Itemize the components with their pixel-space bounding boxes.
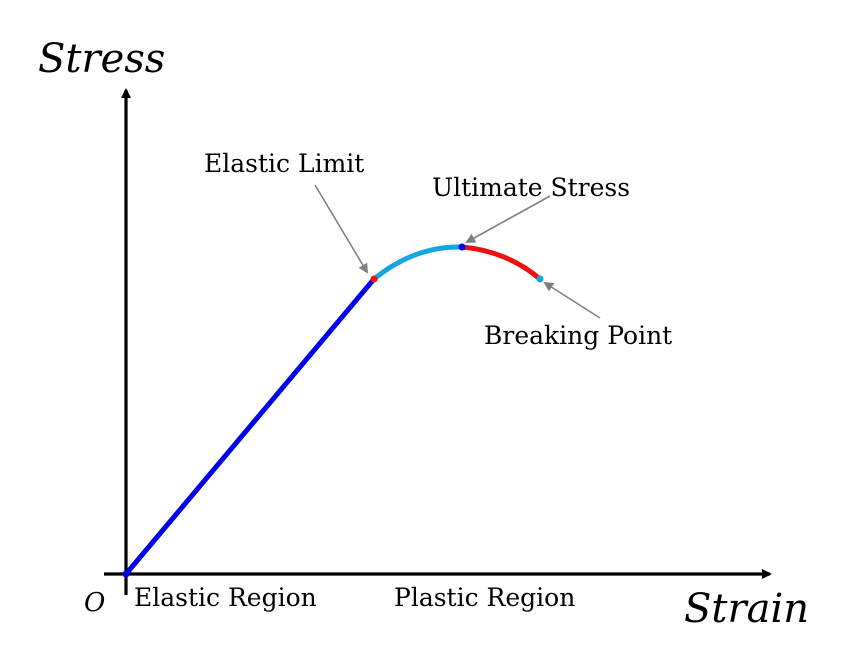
ultimate-stress-label: Ultimate Stress [432,173,630,202]
y-axis-label: Stress [38,36,165,82]
elastic-limit-point [370,275,378,283]
ultimate-stress-arrow [465,195,551,243]
x-axis-label: Strain [684,586,809,632]
elastic-region-label: Elastic Region [134,583,317,612]
breaking-point-marker [536,275,544,283]
ultimate-stress-point [458,243,466,251]
plastic-rise-curve [372,244,463,281]
origin-label: O [84,588,105,618]
breaking-point-label: Breaking Point [484,321,672,350]
elastic-limit-arrow [314,184,369,274]
plastic-fall-curve [461,244,542,281]
breaking-point-arrow [543,281,601,319]
elastic-limit-label: Elastic Limit [204,149,364,178]
plastic-region-label: Plastic Region [394,583,575,612]
elastic-line [124,277,376,576]
origin-point [122,570,130,578]
